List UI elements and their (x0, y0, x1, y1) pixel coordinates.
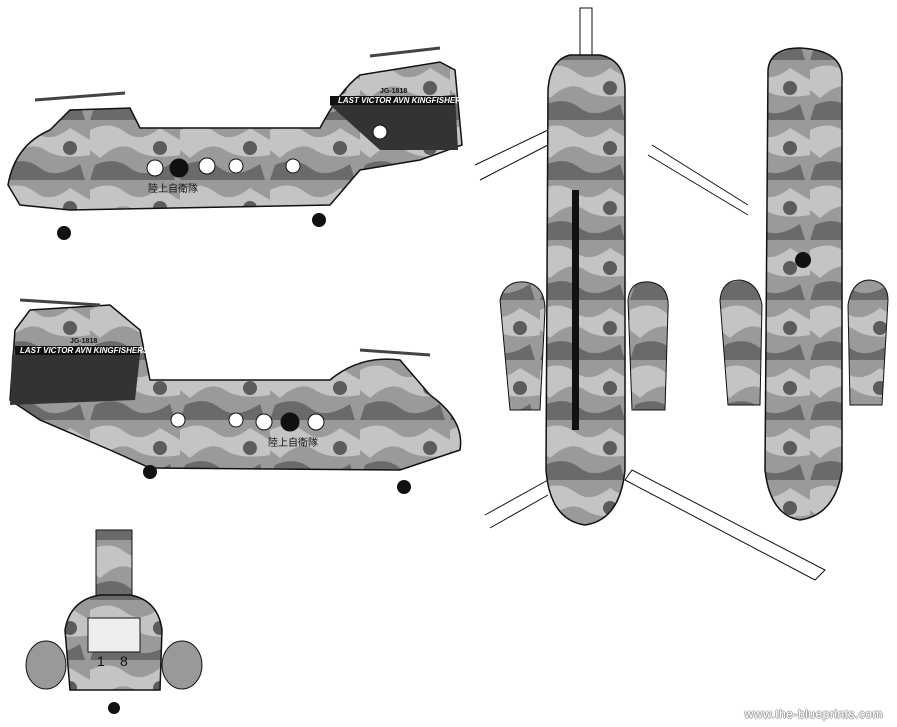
jp-marking: 陸上自衛隊 (148, 182, 198, 195)
watermark: www.the-blueprints.com (744, 707, 883, 721)
number-right: 8 (120, 653, 128, 669)
jp-marking: 陸上自衛隊 (268, 436, 318, 449)
front-view: 1 8 (25, 529, 203, 714)
band-text: LAST VICTOR AVN KINGFISHERS (338, 96, 467, 105)
top-view (474, 7, 826, 581)
bottom-view (647, 47, 889, 521)
serial: JG-1818 (380, 88, 407, 95)
serial: JG-1818 (70, 338, 97, 345)
side-view-left: LAST VICTOR AVN KINGFISHERS JG-1818 陸上自衛… (7, 46, 467, 240)
side-view-right: LAST VICTOR AVN KINGFISHERS JG-1818 陸上自衛… (9, 298, 462, 494)
band-text: LAST VICTOR AVN KINGFISHERS (20, 346, 149, 355)
number-left: 1 (97, 653, 105, 669)
